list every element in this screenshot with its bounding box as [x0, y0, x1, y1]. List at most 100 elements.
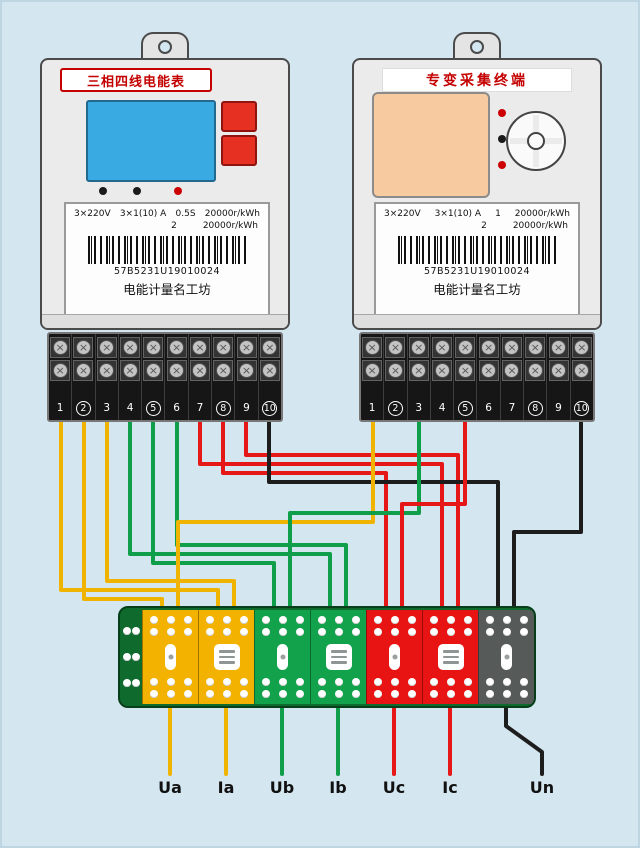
spec-voltage: 3×220V	[384, 209, 421, 219]
terminal-dot	[373, 678, 382, 686]
indicator-light	[498, 161, 506, 169]
terminal-dot	[502, 616, 511, 624]
screw-head: ×	[99, 340, 115, 355]
terminal-screw: ×	[385, 337, 406, 358]
screw-head: ×	[457, 363, 473, 378]
terminal-number: 2	[387, 401, 403, 416]
switch-bar	[442, 650, 459, 653]
screw-head: ×	[215, 340, 231, 355]
terminal-column: ××3	[408, 334, 431, 420]
spec-constant: 20000r/kWh	[202, 221, 258, 231]
terminal-dot	[446, 628, 455, 636]
switch-bar	[330, 655, 347, 659]
terminal-dot	[183, 628, 192, 636]
spec-rate: 2	[171, 221, 177, 231]
terminal-number: 8	[215, 401, 231, 416]
terminal-screw: ×	[385, 360, 406, 381]
terminal-dot	[485, 678, 494, 686]
wire-Ib-left-2	[175, 416, 348, 616]
terminal-dot	[351, 678, 360, 686]
terminal-dots-top	[205, 616, 248, 636]
navigation-pad	[506, 111, 566, 171]
screw-head: ×	[481, 363, 497, 378]
wire-Ub-left	[151, 416, 276, 616]
terminal-block-section-Un	[478, 610, 534, 704]
terminal-dot	[429, 628, 438, 636]
terminal-dot	[166, 628, 175, 636]
phase-label-Uc: Uc	[382, 778, 406, 797]
terminal-dot	[261, 678, 270, 686]
screw-head: ×	[504, 340, 520, 355]
terminal-dot	[390, 628, 399, 636]
terminal-dots-bottom	[261, 678, 304, 698]
terminal-dot	[446, 690, 455, 698]
terminal-dot	[278, 616, 287, 624]
terminal-dot	[239, 616, 248, 624]
wire-Un-left	[267, 416, 500, 616]
wire-Un-right	[512, 416, 583, 616]
switch-dot	[280, 654, 285, 660]
voltage-switch	[277, 644, 288, 670]
terminal-dot	[261, 690, 270, 698]
terminal-block-section-Uc	[366, 610, 422, 704]
terminal-dots-top	[149, 616, 192, 636]
terminal-block-sections	[142, 610, 534, 704]
terminal-screw: ×	[455, 360, 476, 381]
right-meter-spec-plate: 3×220V 3×1(10) A 1 20000r/kWh 2 20000r/k…	[374, 202, 580, 316]
barcode	[398, 236, 556, 264]
screw-head: ×	[239, 363, 255, 378]
terminal-dot	[519, 678, 528, 686]
terminal-dots-top	[485, 616, 528, 636]
hanger-hole	[158, 40, 172, 54]
screw-head: ×	[387, 340, 403, 355]
serial-number: 57B5231U19010024	[113, 266, 221, 277]
wire-Un-out	[504, 704, 544, 776]
terminal-number: 4	[126, 402, 134, 414]
screw-head: ×	[192, 363, 208, 378]
terminal-dot	[239, 690, 248, 698]
terminal-screw: ×	[571, 337, 592, 358]
indicator-light	[99, 187, 107, 195]
terminal-screw: ×	[478, 360, 499, 381]
terminal-dot	[373, 616, 382, 624]
screw-head: ×	[122, 363, 138, 378]
serial-number: 57B5231U19010024	[423, 266, 531, 277]
terminal-screw: ×	[432, 360, 453, 381]
terminal-column: ××4	[431, 334, 455, 420]
screw-head: ×	[52, 340, 68, 355]
terminal-screw: ×	[362, 337, 383, 358]
terminal-column: ××3	[96, 334, 119, 420]
terminal-block-section-Ib	[310, 610, 366, 704]
screw-head: ×	[411, 363, 427, 378]
terminal-screw: ×	[120, 360, 141, 381]
terminal-dot	[205, 690, 214, 698]
terminal-number: 6	[485, 402, 492, 414]
switch-bar	[442, 655, 459, 659]
terminal-dot	[205, 678, 214, 686]
wire-Uc-right	[400, 416, 467, 616]
terminal-number: 5	[145, 401, 161, 416]
indicator-light	[498, 135, 506, 143]
voltage-switch	[389, 644, 400, 670]
terminal-number: 10	[262, 401, 278, 416]
terminal-dot	[222, 628, 231, 636]
terminal-column: ××1	[361, 334, 385, 420]
switch-dot	[168, 654, 173, 660]
terminal-dot	[502, 628, 511, 636]
terminal-dot	[407, 628, 416, 636]
terminal-screw: ×	[571, 360, 592, 381]
switch-bar	[218, 650, 235, 653]
terminal-dots-top	[429, 616, 472, 636]
terminal-screw: ×	[236, 360, 257, 381]
terminal-dot	[222, 678, 231, 686]
terminal-number: 7	[196, 402, 204, 414]
terminal-column: ××7	[501, 334, 525, 420]
terminal-screw: ×	[213, 337, 234, 358]
screw-head: ×	[574, 340, 590, 355]
terminal-dots-top	[373, 616, 416, 636]
terminal-screw: ×	[478, 337, 499, 358]
indicator-light	[498, 109, 506, 117]
spec-class: 0.5S	[175, 209, 196, 219]
terminal-dot	[122, 627, 131, 635]
terminal-dot	[149, 678, 158, 686]
